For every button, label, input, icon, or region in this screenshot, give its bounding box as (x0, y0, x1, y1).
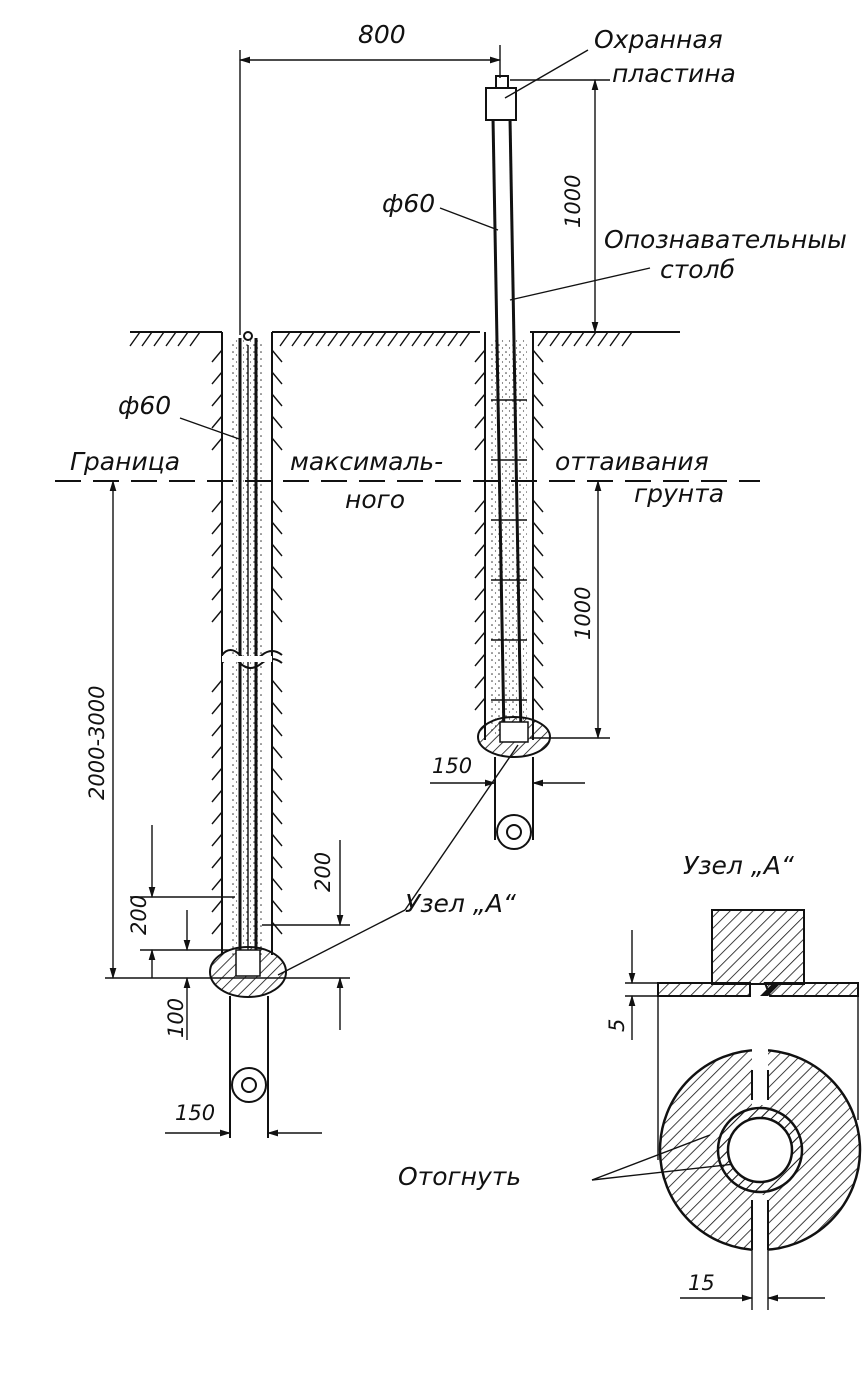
marker-post-label-1: Опознавательныы (604, 225, 847, 254)
thaw-boundary-word-2: максималь- (290, 447, 443, 476)
dim-1000-top: 1000 (561, 175, 585, 228)
dim-15: 15 (688, 1271, 715, 1295)
dim-150-left: 150 (175, 1101, 215, 1125)
dim-5: 5 (605, 1019, 629, 1032)
thaw-boundary-word-4: грунта (634, 479, 724, 508)
node-a-detail (625, 909, 862, 1310)
dim-800: 800 (358, 20, 406, 49)
dim-1000-right: 1000 (571, 587, 595, 640)
phi60-right-label: ф60 (382, 189, 435, 218)
phi60-left-label: ф60 (118, 391, 171, 420)
dim-200-right: 200 (311, 852, 335, 892)
right-borehole (474, 75, 551, 850)
dimension-lines (105, 45, 610, 1137)
node-a-title: Узел „А“ (683, 851, 795, 880)
thaw-boundary-word-1: Граница (70, 447, 180, 476)
left-borehole (209, 331, 287, 1138)
dim-150-right: 150 (432, 754, 472, 778)
leader-lines (179, 49, 771, 1181)
node-a-callout: Узел „А“ (405, 889, 517, 918)
thaw-boundary-word-3: оттаивания (555, 447, 709, 476)
dim-2000-3000: 2000-3000 (85, 686, 109, 800)
dim-200-left: 200 (127, 895, 151, 935)
thaw-boundary-word-2b: ного (345, 485, 405, 514)
guard-plate-label-2: пластина (612, 59, 736, 88)
ground-surface (129, 331, 680, 347)
bend-label: Отогнуть (398, 1162, 521, 1191)
guard-plate-label-1: Охранная (594, 25, 723, 54)
dim-100-left: 100 (164, 998, 188, 1038)
marker-post-label-2: столб (660, 255, 735, 284)
